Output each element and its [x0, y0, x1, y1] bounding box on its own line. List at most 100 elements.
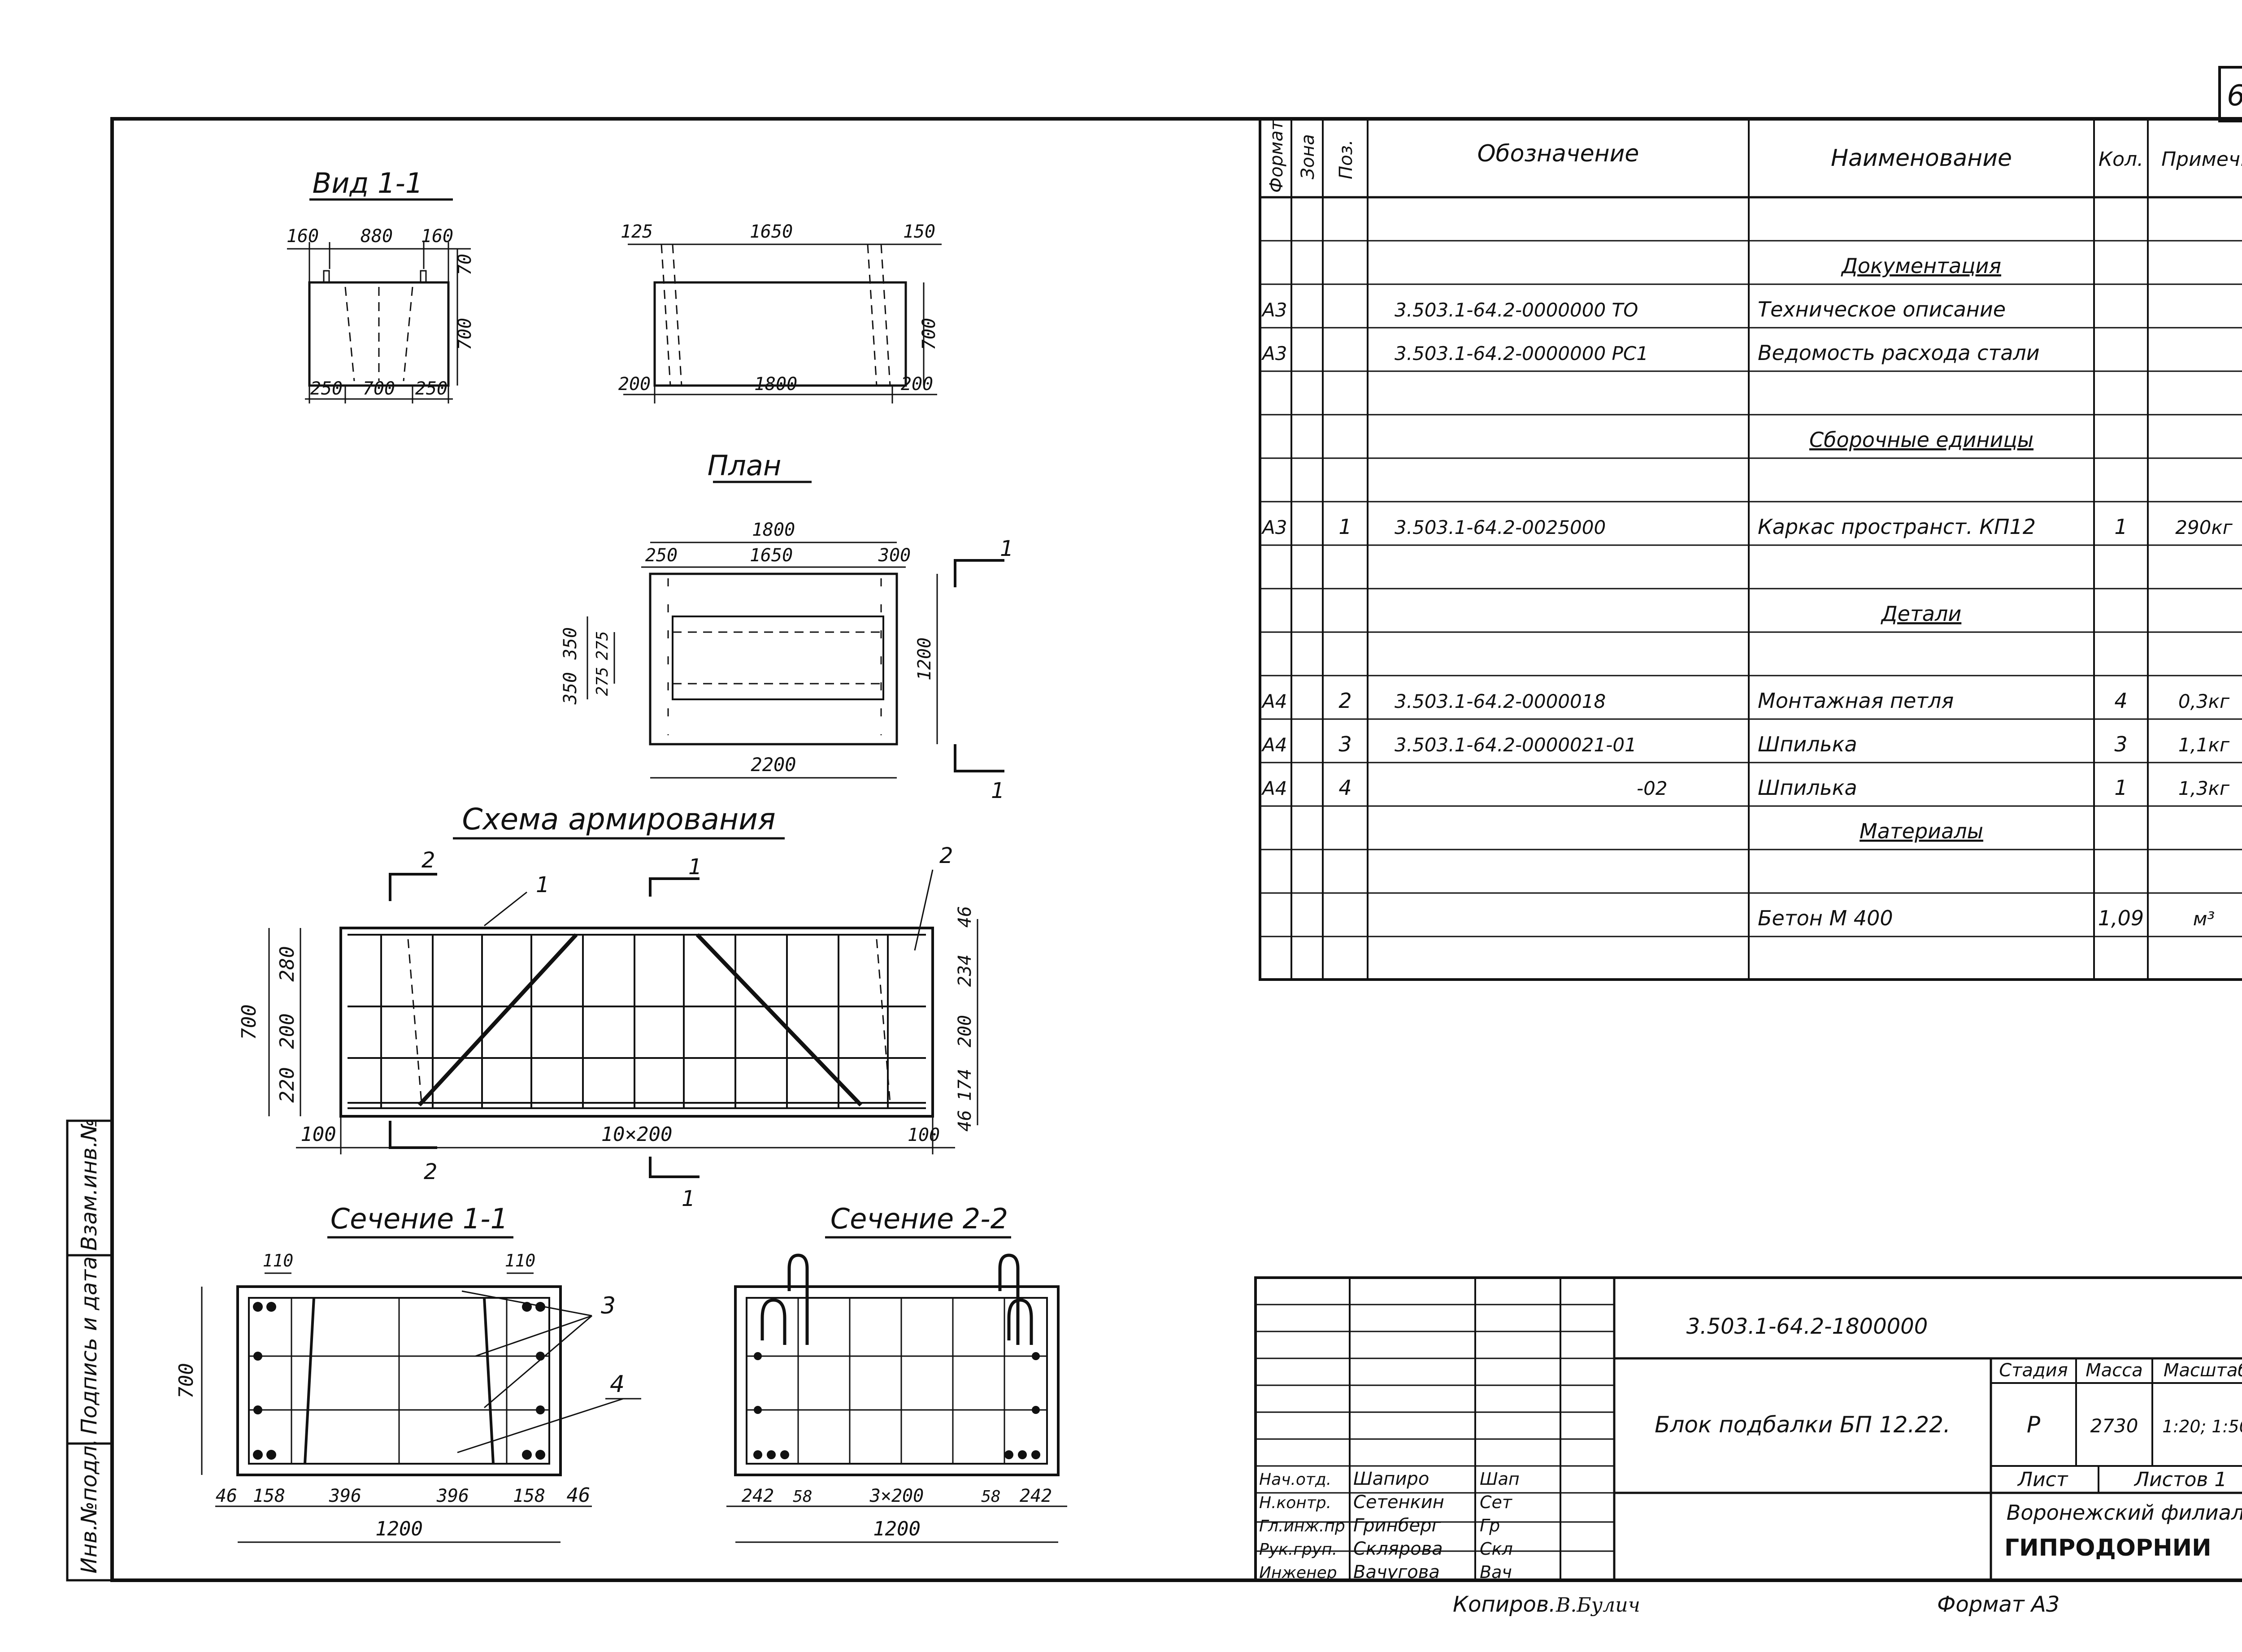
view-1-1-dim-bot-left: 250 — [310, 378, 343, 399]
spec-row-pos: 4 — [1338, 776, 1351, 800]
sec1-dim-bot-6: 46 — [567, 1484, 591, 1507]
section-1-1: Сечение 1-1 110 110 700 3 4 4 — [175, 1202, 641, 1543]
spec-row-format: А4 — [1261, 734, 1287, 756]
staff-name: Гринберг — [1353, 1515, 1441, 1536]
title-code: 3.503.1-64.2-1800000 — [1686, 1314, 1928, 1339]
staff-signature: Сет — [1480, 1492, 1513, 1512]
scheme-dim-left-3: 220 — [276, 1067, 299, 1102]
spec-row-name: Документация — [1841, 254, 2001, 278]
stamp-sign-date: Подпись и дата — [77, 1256, 102, 1435]
spec-table: Формат Зона Поз. Обозначение Наименовани… — [1259, 117, 2242, 981]
spec-row-code: 3.503.1-64.2-0000000 ТО — [1395, 299, 1638, 321]
sec1-dim-bot-2: 158 — [253, 1486, 285, 1506]
scheme-dim-bot-right: 100 — [908, 1125, 940, 1145]
spec-row-pos: 3 — [1338, 732, 1351, 756]
spec-row-code: -02 — [1637, 777, 1668, 799]
view-1-1-dim-side: 700 — [455, 318, 475, 350]
title-block: 3.503.1-64.2-1800000 Блок подбалки БП 12… — [1254, 1276, 2242, 1583]
plan-dim-overall: 1800 — [752, 520, 795, 540]
spec-row-code: 3.503.1-64.2-0000000 РС1 — [1395, 343, 1648, 364]
section-2-2-title: Сечение 2-2 — [830, 1202, 1008, 1235]
plan-dim-b2: 275 — [593, 667, 612, 696]
spec-header-pos: Поз. — [1336, 139, 1356, 179]
staff-role: Н.контр. — [1259, 1494, 1331, 1512]
scheme-title: Схема армирования — [462, 802, 775, 837]
title-org-branch: Воронежский филиал — [2007, 1500, 2242, 1525]
staff-name: Шапиро — [1353, 1469, 1429, 1489]
sec1-dim-top-right: 110 — [505, 1251, 536, 1270]
format-note: Формат А3 — [1937, 1592, 2060, 1617]
sec1-pos-3: 3 — [601, 1292, 616, 1319]
title-stage: Р — [2027, 1412, 2041, 1438]
copier-signature: В.Булич — [1555, 1594, 1640, 1617]
spec-header-code: Обозначение — [1477, 140, 1639, 167]
spec-header-format: Формат — [1266, 119, 1287, 193]
scheme-dim-right-1: 46 — [955, 906, 975, 928]
copied-label: Копиров. — [1453, 1592, 1555, 1617]
plan-dim-a2: 350 — [560, 672, 581, 705]
elevation-view: 125 1650 150 700 200 1800 200 — [618, 221, 942, 403]
section-1-1-title: Сечение 1-1 — [330, 1202, 508, 1235]
staff-signature: Скл — [1480, 1539, 1513, 1559]
title-mass: 2730 — [2090, 1415, 2138, 1437]
scheme-dim-left-total: 700 — [238, 1004, 261, 1040]
view-1-1-dim-bot-right: 250 — [415, 378, 448, 399]
sec1-dim-side: 700 — [175, 1363, 198, 1398]
title-item-name: Блок подбалки БП 12.22. — [1655, 1412, 1951, 1438]
scheme-dim-left-2: 200 — [276, 1013, 299, 1049]
scheme-cut-2-bottom: 2 — [424, 1159, 438, 1184]
staff-name: Вачугова — [1353, 1562, 1440, 1583]
spec-row-format: А4 — [1261, 690, 1287, 712]
scheme-cut-2-top-right: 2 — [939, 843, 953, 868]
view-1-1-dim-bot-mid: 700 — [363, 378, 395, 399]
sec1-pos-4: 4 — [610, 1371, 625, 1398]
title-org: ГИПРОДОРНИИ — [2004, 1535, 2212, 1561]
spec-row-name: Монтажная петля — [1758, 689, 1954, 713]
spec-row-name: Техническое описание — [1758, 297, 2006, 321]
staff-role: Рук.груп. — [1259, 1540, 1337, 1559]
title-stage-label: Стадия — [1999, 1360, 2068, 1381]
sec1-dim-total: 1200 — [375, 1518, 423, 1540]
scheme-cut-2-top-left: 2 — [421, 848, 435, 873]
sec2-dim-bot-4: 58 — [981, 1487, 1000, 1506]
side-stamp: Инв.№подл. Подпись и дата Взам.инв.№ — [66, 1119, 113, 1582]
plan-title: План — [708, 449, 782, 482]
title-scale-label: Масштаб — [2164, 1360, 2242, 1381]
staff-signature: Вач — [1480, 1562, 1512, 1582]
sec2-dim-total: 1200 — [873, 1518, 921, 1540]
sec1-dim-top-left: 110 — [263, 1251, 294, 1270]
scheme-dim-right-3: 200 — [955, 1015, 975, 1047]
stamp-inv-repl: Взам.инв.№ — [77, 1119, 102, 1251]
spec-row-code: 3.503.1-64.2-0025000 — [1395, 516, 1606, 538]
reinforcement-scheme: Схема армирования 1 — [238, 802, 978, 1211]
sec1-dim-bot-4: 396 — [436, 1486, 469, 1506]
spec-row-code: 3.503.1-64.2-0000021-01 — [1395, 734, 1637, 756]
spec-row-name: Сборочные единицы — [1809, 428, 2033, 452]
spec-row-name: Детали — [1881, 602, 1962, 626]
spec-row-qty: 4 — [2114, 689, 2127, 713]
staff-role: Нач.отд. — [1259, 1470, 1331, 1489]
view-1-1-title: Вид 1-1 — [313, 167, 423, 199]
spec-header-note: Примеч. — [2161, 148, 2242, 171]
elev-dim-bot-mid: 1800 — [754, 374, 797, 395]
spec-header-qty: Кол. — [2099, 148, 2143, 171]
spec-header-name: Наименование — [1831, 145, 2012, 172]
scheme-dim-right-4: 174 — [955, 1069, 975, 1101]
sec2-dim-bot-5: 242 — [1020, 1486, 1052, 1506]
spec-row-pos: 2 — [1338, 689, 1351, 713]
spec-row-format: А3 — [1261, 299, 1287, 321]
sec1-dim-bot-3: 396 — [329, 1486, 361, 1506]
sheet-frame — [110, 117, 2242, 1582]
spec-row-code: 3.503.1-64.2-0000018 — [1395, 690, 1606, 712]
spec-row-name: Ведомость расхода стали — [1758, 341, 2040, 365]
stamp-inv-orig: Инв.№подл. — [77, 1439, 102, 1574]
staff-role: Гл.инж.пр — [1259, 1517, 1345, 1535]
scheme-dim-right-2: 234 — [955, 954, 975, 987]
plan-view: План 1800 1650 250 300 1200 350 350 275 … — [560, 449, 1014, 803]
title-sheet-label: Лист — [2017, 1468, 2068, 1491]
scheme-dim-bot-left: 100 — [300, 1123, 336, 1146]
plan-dim-left-off: 250 — [645, 545, 678, 566]
